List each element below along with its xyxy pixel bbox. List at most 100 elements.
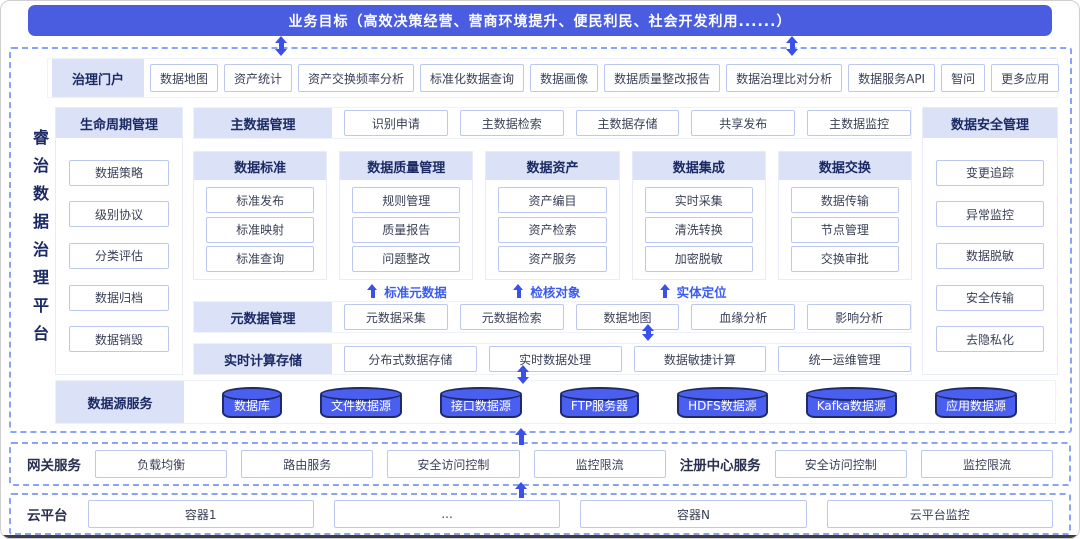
gateway-item: 安全访问控制 xyxy=(387,450,520,478)
portal-row: 治理门户 数据地图资产统计资产交换频率分析标准化数据查询数据画像数据质量整改报告… xyxy=(47,58,1060,98)
platform-name: 睿治数据治理平台 xyxy=(30,129,49,353)
up-arrow-icon xyxy=(513,284,524,298)
banner-link-arrow-right xyxy=(786,36,799,56)
module-columns: 数据标准 标准发布标准映射标准查询 数据质量管理 规则管理质量报告问题整改 数据… xyxy=(193,151,913,280)
module-item: 数据传输 xyxy=(790,187,900,214)
module-item: 资产检索 xyxy=(498,216,607,243)
arrow-shaft xyxy=(646,330,651,335)
flow-label-text: 检核对象 xyxy=(530,284,581,300)
module-data-exchange: 数据交换 数据传输节点管理交换审批 xyxy=(777,151,913,280)
flow-label-text: 标准元数据 xyxy=(384,284,447,300)
portal-item: 数据质量整改报告 xyxy=(604,64,721,92)
module-item: 加密脱敏 xyxy=(644,245,753,272)
portal-item: 资产统计 xyxy=(224,64,293,92)
security-header: 数据安全管理 xyxy=(923,108,1057,138)
cloud-item: 云平台监控 xyxy=(826,500,1053,528)
module-item: 资产服务 xyxy=(498,245,607,272)
gateway-item: 负载均衡 xyxy=(95,450,228,478)
master-data-item: 主数据检索 xyxy=(459,110,564,136)
arrow-shaft xyxy=(279,42,284,50)
module-data-quality: 数据质量管理 规则管理质量报告问题整改 xyxy=(339,151,474,280)
cloud-item: ... xyxy=(333,500,561,528)
banner-link-arrow-left xyxy=(275,36,288,56)
arrow-up-icon xyxy=(515,482,527,489)
module-item: 实时采集 xyxy=(644,187,753,214)
module-items: 规则管理质量报告问题整改 xyxy=(340,180,472,279)
module-data-integration: 数据集成 实时采集清洗转换加密脱敏 xyxy=(631,151,766,280)
center-modules: 主数据管理 识别申请主数据检索主数据存储共享发布主数据监控 数据标准 标准发布标… xyxy=(193,107,913,375)
master-data-header: 主数据管理 xyxy=(194,108,332,138)
module-items: 标准发布标准映射标准查询 xyxy=(194,180,326,279)
module-item: 清洗转换 xyxy=(644,216,753,243)
database-cylinder-icon: 接口数据源 xyxy=(439,387,522,418)
module-items: 数据传输节点管理交换审批 xyxy=(779,180,911,279)
realtime-item: 统一运维管理 xyxy=(778,346,911,372)
business-goal-banner: 业务目标（高效决策经营、营商环境提升、便民利民、社会开发利用......） xyxy=(28,5,1052,36)
portal-item: 数据治理比对分析 xyxy=(726,64,843,92)
realtime-item: 数据敏捷计算 xyxy=(633,346,767,372)
security-module: 数据安全管理 变更追踪异常监控数据脱敏安全传输去隐私化 xyxy=(922,107,1058,375)
portal-item: 资产交换频率分析 xyxy=(298,64,415,92)
portal-item: 数据地图 xyxy=(150,64,219,92)
metadata-item: 血缘分析 xyxy=(691,304,796,330)
flow-cell-empty xyxy=(778,283,912,299)
module-header: 数据资产 xyxy=(486,152,619,180)
portal-item: 数据画像 xyxy=(530,64,599,92)
security-item: 异常监控 xyxy=(936,201,1044,228)
lifecycle-header: 生命周期管理 xyxy=(56,108,182,138)
arrow-up-icon xyxy=(515,428,527,435)
master-data-item: 识别申请 xyxy=(344,110,448,136)
lifecycle-item: 级别协议 xyxy=(69,201,169,228)
security-item: 安全传输 xyxy=(936,284,1044,311)
master-data-item: 主数据监控 xyxy=(807,110,911,136)
datasource-label: 应用数据源 xyxy=(946,399,1007,413)
registry-item: 监控限流 xyxy=(920,450,1054,478)
security-item: 去隐私化 xyxy=(936,326,1044,353)
metadata-item: 元数据检索 xyxy=(459,304,564,330)
realtime-datasource-arrow xyxy=(517,365,530,384)
datasource-label: 文件数据源 xyxy=(330,399,391,413)
datasource-items: 数据库 文件数据源 接口数据源 FTP服务器 HDFS数据源 Kafka数据源 应用数据源 xyxy=(184,386,1055,418)
flow-cell-empty xyxy=(193,283,327,299)
cloud-item: 容器N xyxy=(580,500,807,528)
registry-label: 注册中心服务 xyxy=(679,458,761,474)
module-data-standard: 数据标准 标准发布标准映射标准查询 xyxy=(193,151,328,280)
datasource-label: 接口数据源 xyxy=(450,399,511,413)
gateway-item: 路由服务 xyxy=(241,450,374,478)
database-cylinder-icon: HDFS数据源 xyxy=(677,387,768,418)
database-cylinder-icon: 文件数据源 xyxy=(319,387,402,418)
module-item: 节点管理 xyxy=(790,216,900,243)
flow-label-row: 标准元数据 检核对象 实体定位 xyxy=(193,283,912,300)
realtime-item: 实时数据处理 xyxy=(488,346,622,372)
portal-item: 智问 xyxy=(941,64,986,92)
module-item: 标准发布 xyxy=(206,187,315,214)
master-data-row: 主数据管理 识别申请主数据检索主数据存储共享发布主数据监控 xyxy=(193,107,912,139)
arrow-shaft xyxy=(521,371,526,378)
module-item: 问题整改 xyxy=(352,245,461,272)
gateway-label: 网关服务 xyxy=(27,458,81,474)
database-cylinder-icon: 数据库 xyxy=(221,387,282,418)
metadata-item: 数据地图 xyxy=(575,304,680,330)
gateway-item: 监控限流 xyxy=(533,450,666,478)
security-items: 变更追踪异常监控数据脱敏安全传输去隐私化 xyxy=(923,138,1057,374)
cloud-item: 容器1 xyxy=(87,500,314,528)
registry-item: 安全访问控制 xyxy=(774,450,907,478)
master-data-item: 主数据存储 xyxy=(575,110,680,136)
arrow-down-icon xyxy=(642,334,654,341)
lifecycle-item: 数据归档 xyxy=(69,284,169,311)
security-item: 数据脱敏 xyxy=(936,242,1044,269)
middle-band: 睿治数据治理平台 生命周期管理 数据策略级别协议分类评估数据归档数据销毁 主数据… xyxy=(23,107,1058,375)
portal-section-label: 治理门户 xyxy=(52,59,144,97)
security-item: 变更追踪 xyxy=(936,159,1044,186)
module-item: 质量报告 xyxy=(352,216,461,243)
realtime-item: 分布式数据存储 xyxy=(344,346,477,372)
datasource-label: Kafka数据源 xyxy=(816,399,887,413)
database-cylinder-icon: FTP服务器 xyxy=(559,387,640,418)
arrow-shaft xyxy=(519,488,524,498)
flow-label-standard-metadata: 标准元数据 xyxy=(339,283,473,300)
portal-item: 数据服务API xyxy=(848,64,936,92)
arrow-up-icon xyxy=(517,365,529,372)
